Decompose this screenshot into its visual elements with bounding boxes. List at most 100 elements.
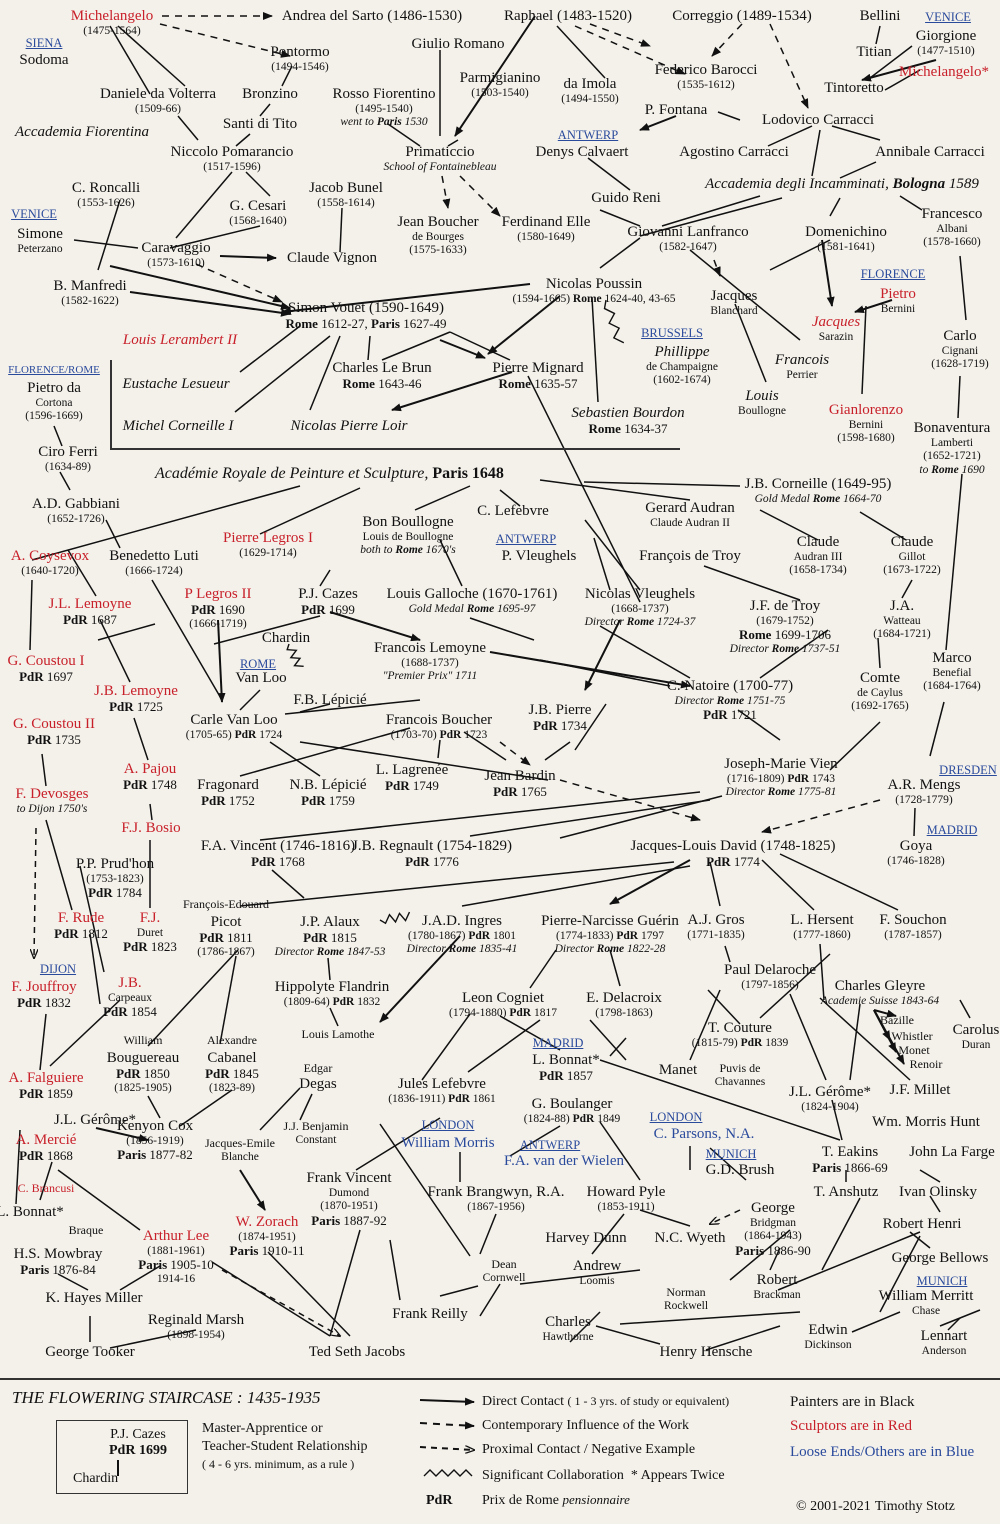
influence-arrow bbox=[769, 23, 809, 109]
artist-name: Nicolas Poussin bbox=[545, 276, 643, 292]
artist-node: Manet bbox=[659, 1062, 697, 1079]
artist-name: Bellini bbox=[859, 8, 901, 24]
artist-name: Giulio Romano bbox=[411, 36, 505, 52]
artist-detail: Blanche bbox=[221, 1150, 259, 1163]
artist-node: Niccolo Pomarancio(1517-1596) bbox=[171, 144, 294, 174]
artist-name: J.A.D. Ingres bbox=[421, 913, 502, 929]
artist-node: Alexandre bbox=[207, 1033, 257, 1048]
influence-arrow bbox=[559, 779, 701, 822]
artist-detail: Dumond bbox=[328, 1187, 370, 1200]
master-apprentice-line bbox=[53, 425, 63, 447]
legend-contemporary: Contemporary Influence of the Work bbox=[482, 1418, 689, 1433]
location-label: ANTWERP bbox=[519, 1138, 581, 1152]
master-apprentice-line bbox=[539, 659, 671, 687]
artist-name: J.F. de Troy bbox=[749, 598, 821, 614]
academy-bracket-top bbox=[110, 448, 680, 450]
artist-detail: (1558-1614) bbox=[317, 197, 375, 210]
artist-name: Wm. Morris Hunt bbox=[872, 1114, 980, 1130]
artist-node: Francois Boucher(1703-70) PdR 1723 bbox=[386, 712, 492, 742]
artist-detail: Watteau bbox=[883, 615, 921, 628]
artist-node: Leon Cogniet(1794-1880) PdR 1817 bbox=[449, 990, 557, 1020]
artist-detail: Chavannes bbox=[714, 1075, 766, 1088]
legend-sculptors: Sculptors are in Red bbox=[790, 1418, 913, 1434]
artist-detail: (1684-1764) bbox=[923, 680, 981, 693]
artist-detail: (1602-1674) bbox=[653, 374, 711, 387]
artist-node: Louis Lamothe bbox=[302, 1027, 375, 1042]
artist-name: Charles bbox=[545, 1314, 591, 1330]
artist-node: Pontormo(1494-1546) bbox=[270, 44, 329, 74]
artist-node: Hippolyte Flandrin(1809-64) PdR 1832 bbox=[275, 979, 390, 1009]
artist-detail: (1503-1540) bbox=[471, 87, 529, 100]
artist-detail: PdR 1725 bbox=[109, 699, 163, 715]
artist-name: Howard Pyle bbox=[586, 1184, 666, 1200]
artist-name: Degas bbox=[299, 1076, 337, 1092]
artist-detail: (1494-1546) bbox=[271, 61, 329, 74]
artist-detail: "Premier Prix" 1711 bbox=[382, 670, 478, 683]
artist-name: T. Anshutz bbox=[813, 1184, 879, 1200]
academy-bracket-left bbox=[110, 360, 112, 450]
artist-node: Sodoma bbox=[19, 52, 68, 69]
influence-arrow bbox=[459, 175, 501, 217]
master-apprentice-line bbox=[544, 741, 571, 761]
artist-detail: Paris 1905-10 bbox=[138, 1257, 214, 1273]
artist-detail: PdR 1765 bbox=[493, 784, 547, 800]
artist-name: J.L. Lemoyne bbox=[48, 596, 132, 612]
artist-detail: PdR 1868 bbox=[19, 1148, 73, 1164]
artist-node: P. Fontana bbox=[645, 102, 708, 119]
master-apprentice-line bbox=[29, 579, 33, 651]
master-apprentice-line bbox=[609, 1037, 627, 1057]
legend-master-apprentice: Master-Apprentice or Teacher-Student Rel… bbox=[202, 1421, 368, 1472]
artist-node: Eustache Lesueur bbox=[122, 376, 229, 393]
artist-name: T. Couture bbox=[708, 1020, 772, 1036]
artist-node: L. Bonnat*PdR 1857 bbox=[532, 1052, 600, 1084]
artist-name: Francesco bbox=[921, 206, 983, 222]
artist-detail: Cornwell bbox=[482, 1271, 526, 1284]
location-label: ROME bbox=[239, 657, 277, 671]
master-apprentice-line bbox=[595, 1325, 661, 1345]
artist-detail: Paris 1887-92 bbox=[311, 1212, 387, 1228]
artist-detail: School of Fontainebleau bbox=[383, 161, 497, 174]
artist-detail: PdR 1752 bbox=[201, 793, 255, 809]
direct-contact-arrow bbox=[439, 339, 486, 359]
artist-detail: PdR 1811 bbox=[199, 930, 253, 946]
master-apprentice-line bbox=[875, 25, 881, 45]
artist-node: Nicolas Poussin(1594-1665) Rome 1624-40,… bbox=[513, 276, 676, 306]
artist-name: Henry Hensche bbox=[659, 1344, 753, 1360]
artist-detail: Cignani bbox=[941, 345, 979, 358]
artist-detail: PdR 1735 bbox=[27, 732, 81, 748]
artist-name: Frank Reilly bbox=[392, 1306, 468, 1322]
artist-name: Primaticcio bbox=[405, 144, 475, 160]
artist-name: Frank Brangwyn, R.A. bbox=[427, 1184, 565, 1200]
artist-detail: (1815-79) PdR 1839 bbox=[691, 1037, 789, 1050]
master-apprentice-line bbox=[707, 989, 741, 1025]
artist-node: William Morris bbox=[401, 1135, 494, 1152]
artist-node: Pierre-Narcisse Guérin(1774-1833) PdR 17… bbox=[541, 913, 679, 957]
artist-detail: Perrier bbox=[786, 369, 818, 382]
artist-node: Daniele da Volterra(1509-66) bbox=[100, 86, 216, 116]
artist-name: Titian bbox=[856, 44, 892, 60]
artist-detail: Paris 1866-69 bbox=[812, 1160, 888, 1176]
master-apprentice-line bbox=[469, 799, 711, 837]
artist-name: J.A. bbox=[889, 598, 915, 614]
artist-detail: PdR 1859 bbox=[19, 1086, 73, 1102]
artist-detail: (1494-1550) bbox=[561, 93, 619, 106]
artist-node: Ferdinand Elle(1580-1649) bbox=[502, 214, 591, 244]
artist-node: C. Lefebvre bbox=[477, 503, 549, 520]
artist-name: Claude bbox=[890, 534, 934, 550]
artist-name: Whistler bbox=[891, 1029, 933, 1043]
master-apprentice-line bbox=[389, 1239, 401, 1301]
artist-detail: (1652-1721) bbox=[923, 450, 981, 463]
artist-node: Giorgione(1477-1510) bbox=[916, 28, 977, 58]
